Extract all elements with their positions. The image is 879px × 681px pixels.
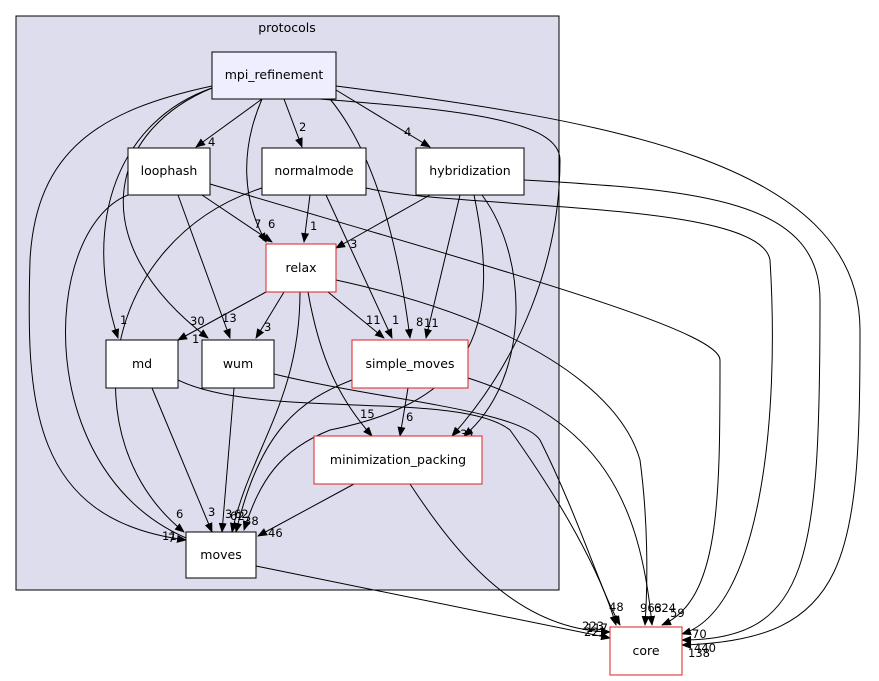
svg-text:2: 2 xyxy=(299,120,306,134)
svg-text:62: 62 xyxy=(230,509,245,523)
edge-relax-core[interactable]: 963 xyxy=(335,279,662,626)
svg-text:4: 4 xyxy=(404,125,411,139)
node-hybridization[interactable]: hybridization xyxy=(415,147,525,196)
svg-text:440: 440 xyxy=(694,641,716,655)
edge-simple-moves[interactable]: 62 xyxy=(230,379,353,533)
edge-relax-simple[interactable]: 11 xyxy=(327,291,385,339)
svg-text:223: 223 xyxy=(582,619,604,633)
svg-text:30: 30 xyxy=(190,314,205,328)
edge-mpi-hybridization[interactable]: 4 xyxy=(335,89,431,148)
cluster-protocols: protocols xyxy=(15,15,560,591)
svg-text:core: core xyxy=(632,643,659,658)
svg-text:223: 223 xyxy=(584,625,606,639)
svg-text:hybridization: hybridization xyxy=(429,163,510,178)
edge-normal-relax[interactable]: 1 xyxy=(301,194,317,243)
cluster-label: protocols xyxy=(258,20,316,35)
edge-hyb-relax[interactable]: 3 xyxy=(335,194,431,251)
node-relax[interactable]: relax xyxy=(265,243,337,293)
svg-text:minimization_packing: minimization_packing xyxy=(330,452,466,467)
node-wum[interactable]: wum xyxy=(201,339,275,389)
svg-text:6: 6 xyxy=(268,217,275,231)
edge-normal-simple[interactable]: 1 xyxy=(325,194,399,339)
svg-text:wum: wum xyxy=(223,356,253,371)
edge-relax-md[interactable]: 1 xyxy=(177,291,267,346)
edge-hyb-simple[interactable]: 11 xyxy=(424,194,461,339)
edge-minpack-core[interactable]: 223 xyxy=(409,483,611,636)
node-md[interactable]: md xyxy=(105,339,179,389)
svg-text:138: 138 xyxy=(688,646,710,660)
svg-text:moves: moves xyxy=(200,547,241,562)
svg-text:59: 59 xyxy=(670,606,685,620)
svg-text:simple_moves: simple_moves xyxy=(366,356,455,371)
svg-text:3: 3 xyxy=(350,237,357,251)
svg-text:1: 1 xyxy=(310,219,317,233)
node-loophash[interactable]: loophash xyxy=(127,147,211,196)
svg-text:6: 6 xyxy=(176,507,183,521)
edge-wum-moves[interactable]: 3 xyxy=(218,387,235,533)
node-minimization-packing[interactable]: minimization_packing xyxy=(313,435,483,485)
svg-text:6: 6 xyxy=(406,410,413,424)
svg-text:11: 11 xyxy=(424,316,439,330)
svg-text:7: 7 xyxy=(168,531,175,545)
edge-mpi-md[interactable]: 1 xyxy=(103,87,213,339)
svg-text:3: 3 xyxy=(225,507,232,521)
node-core[interactable]: core xyxy=(609,626,683,676)
edge-loophash-moves[interactable]: 7 xyxy=(65,194,197,545)
svg-text:15: 15 xyxy=(360,407,375,421)
svg-text:3: 3 xyxy=(264,320,271,334)
svg-text:3: 3 xyxy=(460,427,467,441)
edge-loophash-relax[interactable]: 7 xyxy=(201,194,273,243)
svg-text:11: 11 xyxy=(366,313,381,327)
svg-text:70: 70 xyxy=(692,627,707,641)
svg-text:13: 13 xyxy=(222,311,237,325)
edge-mpi-normalmode[interactable]: 2 xyxy=(283,98,306,148)
svg-text:963: 963 xyxy=(640,601,662,615)
edge-mpi-relax[interactable]: 6 xyxy=(246,98,276,243)
node-moves[interactable]: moves xyxy=(185,531,257,579)
svg-text:1: 1 xyxy=(120,313,127,327)
svg-text:7: 7 xyxy=(254,217,261,231)
svg-text:3: 3 xyxy=(208,505,215,519)
svg-text:normalmode: normalmode xyxy=(274,163,354,178)
edge-hyb-core[interactable]: 440 xyxy=(523,179,821,655)
edge-simple-core[interactable]: 624 xyxy=(467,377,676,626)
edge-mpi-core[interactable]: 1 3 8 xyxy=(335,85,861,660)
svg-text:46: 46 xyxy=(268,526,283,540)
edges: 4 2 4 6 1 30 8 3 xyxy=(28,85,861,660)
edge-relax-minpack[interactable]: 15 xyxy=(307,291,375,437)
edge-relax-moves[interactable]: 38 xyxy=(230,291,301,533)
edge-mpi-loophash[interactable]: 4 xyxy=(195,98,263,149)
svg-text:mpi_refinement: mpi_refinement xyxy=(225,67,324,82)
edge-mpi-simple[interactable]: 8 xyxy=(329,98,423,339)
svg-text:11: 11 xyxy=(162,529,177,543)
svg-text:md: md xyxy=(132,356,152,371)
nodes: mpi_refinement loophash normalmode hybri… xyxy=(105,51,683,676)
edge-moves-core[interactable]: 223 xyxy=(255,565,611,641)
node-normalmode[interactable]: normalmode xyxy=(261,147,367,196)
svg-text:1: 1 xyxy=(392,313,399,327)
svg-text:38: 38 xyxy=(244,514,259,528)
edge-mpi-wum[interactable]: 30 xyxy=(122,87,213,339)
svg-text:4: 4 xyxy=(208,135,215,149)
edge-loophash-core[interactable]: 59 xyxy=(209,183,721,626)
svg-text:48: 48 xyxy=(609,600,624,614)
svg-text:loophash: loophash xyxy=(141,163,198,178)
node-mpi-refinement[interactable]: mpi_refinement xyxy=(211,51,337,100)
edge-mpi-moves[interactable]: 11 xyxy=(28,85,213,543)
node-simple-moves[interactable]: simple_moves xyxy=(351,339,469,389)
svg-text:relax: relax xyxy=(285,260,316,275)
edge-hyb-minpack[interactable]: 3 xyxy=(460,194,517,441)
edge-minpack-moves[interactable]: 46 xyxy=(257,483,355,540)
edge-normal-core[interactable]: 70 xyxy=(365,187,773,641)
svg-text:1: 1 xyxy=(192,332,199,346)
edge-md-moves[interactable]: 3 xyxy=(151,387,215,533)
edge-wum-core[interactable]: 48 xyxy=(273,373,624,626)
edge-relax-wum[interactable]: 3 xyxy=(255,291,285,339)
svg-text:8: 8 xyxy=(416,315,423,329)
svg-text:624: 624 xyxy=(654,601,676,615)
edge-simple-minpack[interactable]: 6 xyxy=(397,387,413,437)
